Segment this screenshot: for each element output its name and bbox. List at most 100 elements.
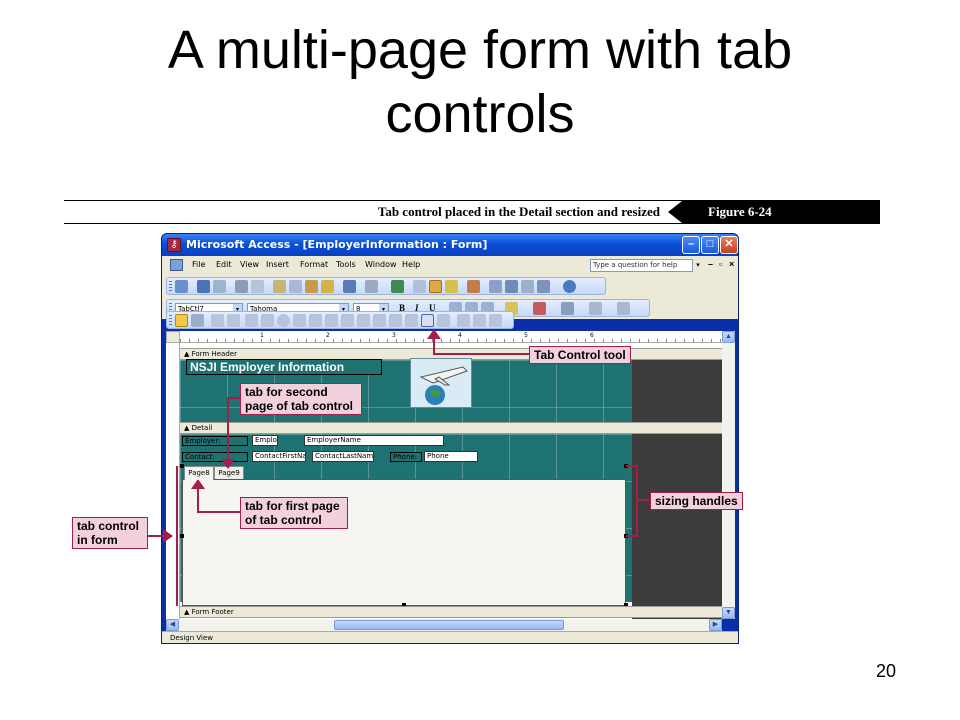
tab-page8[interactable]: Page8 <box>184 466 214 480</box>
airplane-globe-logo[interactable] <box>410 358 472 408</box>
phone-textbox[interactable]: Phone <box>424 451 478 462</box>
doc-restore-icon[interactable]: ▫ <box>719 259 723 269</box>
option-button-icon[interactable] <box>277 314 290 327</box>
code-icon[interactable] <box>467 280 480 293</box>
redo-icon[interactable] <box>365 280 378 293</box>
object-dropdown-icon[interactable]: ▾ <box>233 304 242 315</box>
doc-close-icon[interactable]: × <box>729 259 735 269</box>
undo-icon[interactable] <box>343 280 356 293</box>
help-dropdown-icon[interactable]: ▾ <box>696 262 700 269</box>
unbound-object-icon[interactable] <box>373 314 386 327</box>
menu-file[interactable]: File <box>192 260 206 269</box>
tab-control[interactable]: Page8 Page9 <box>180 464 628 607</box>
bound-object-icon[interactable] <box>389 314 402 327</box>
line-color-icon[interactable] <box>561 302 574 315</box>
print-icon[interactable] <box>235 280 248 293</box>
sizing-handle[interactable] <box>180 534 184 538</box>
toolbox-grip[interactable] <box>169 315 172 327</box>
line-icon[interactable] <box>457 314 470 327</box>
italic-icon[interactable]: I <box>415 303 419 313</box>
copy-icon[interactable] <box>289 280 302 293</box>
toolbox-icon[interactable] <box>429 280 442 293</box>
rectangle-icon[interactable] <box>473 314 486 327</box>
employer-id-textbox[interactable]: Employ <box>252 435 278 446</box>
menu-view[interactable]: View <box>240 260 259 269</box>
phone-label[interactable]: Phone: <box>390 452 422 462</box>
tab-control-in-form-callout-line-1: tab control <box>77 519 139 533</box>
option-group-icon[interactable] <box>245 314 258 327</box>
select-objects-icon[interactable] <box>175 314 188 327</box>
paste-icon[interactable] <box>305 280 318 293</box>
properties-icon[interactable] <box>489 280 502 293</box>
scroll-right-icon[interactable]: ▶ <box>709 619 722 631</box>
more-controls-icon[interactable] <box>489 314 502 327</box>
form-selector[interactable] <box>166 331 180 343</box>
font-color-icon[interactable] <box>533 302 546 315</box>
cut-icon[interactable] <box>273 280 286 293</box>
text-box-icon[interactable] <box>227 314 240 327</box>
database-window-icon[interactable] <box>521 280 534 293</box>
list-box-icon[interactable] <box>325 314 338 327</box>
horizontal-scroll-thumb[interactable] <box>334 620 564 630</box>
contact-last-name-textbox[interactable]: ContactLastName <box>312 451 374 462</box>
view-icon[interactable] <box>175 280 188 293</box>
sizing-handle[interactable] <box>624 603 628 607</box>
sizing-handle[interactable] <box>180 464 184 468</box>
image-icon[interactable] <box>357 314 370 327</box>
minimize-button[interactable]: – <box>682 236 700 254</box>
print-preview-icon[interactable] <box>251 280 264 293</box>
menu-help[interactable]: Help <box>402 260 421 269</box>
access-key-icon[interactable]: ⚷ <box>167 238 181 252</box>
control-wizards-icon[interactable] <box>191 314 204 327</box>
formatting-grip[interactable] <box>169 303 172 315</box>
save-icon[interactable] <box>197 280 210 293</box>
menu-format[interactable]: Format <box>300 260 329 269</box>
form-footer-bar[interactable]: ▲ Form Footer <box>180 606 722 618</box>
bold-icon[interactable]: B <box>399 303 406 313</box>
title-bar[interactable]: ⚷ Microsoft Access - [EmployerInformatio… <box>162 234 738 256</box>
horizontal-scrollbar[interactable]: ◀ ▶ <box>166 619 722 631</box>
size-dropdown-icon[interactable]: ▾ <box>379 304 388 315</box>
special-effect-icon[interactable] <box>617 302 630 315</box>
vertical-scrollbar[interactable]: ▲ ▼ <box>722 331 735 619</box>
maximize-button[interactable]: □ <box>701 236 719 254</box>
employer-name-textbox[interactable]: EmployerName <box>304 435 444 446</box>
toolbar-grip[interactable] <box>169 281 172 293</box>
doc-minimize-icon[interactable]: – <box>708 259 714 269</box>
line-width-icon[interactable] <box>589 302 602 315</box>
tab-control-icon[interactable] <box>421 314 434 327</box>
command-button-icon[interactable] <box>341 314 354 327</box>
subform-icon[interactable] <box>437 314 450 327</box>
new-object-icon[interactable] <box>537 280 550 293</box>
search-icon[interactable] <box>213 280 226 293</box>
label-icon[interactable] <box>211 314 224 327</box>
menu-window[interactable]: Window <box>365 260 397 269</box>
sizing-handle[interactable] <box>402 603 406 607</box>
scroll-down-icon[interactable]: ▼ <box>722 607 735 619</box>
employer-label[interactable]: Employer: <box>182 436 248 446</box>
menu-edit[interactable]: Edit <box>216 260 232 269</box>
detail-bar[interactable]: ▲ Detail <box>180 422 722 434</box>
page-break-icon[interactable] <box>405 314 418 327</box>
contact-label[interactable]: Contact: <box>182 452 248 462</box>
autoformat-icon[interactable] <box>445 280 458 293</box>
scroll-up-icon[interactable]: ▲ <box>722 331 735 343</box>
header-title-label[interactable]: NSJI Employer Information <box>186 359 382 375</box>
underline-icon[interactable]: U <box>429 303 436 313</box>
menu-insert[interactable]: Insert <box>266 260 289 269</box>
toggle-button-icon[interactable] <box>261 314 274 327</box>
help-icon[interactable] <box>563 280 576 293</box>
check-box-icon[interactable] <box>293 314 306 327</box>
scroll-left-icon[interactable]: ◀ <box>166 619 179 631</box>
field-list-icon[interactable] <box>413 280 426 293</box>
contact-first-name-textbox[interactable]: ContactFirstNa <box>252 451 306 462</box>
menu-tools[interactable]: Tools <box>336 260 356 269</box>
build-icon[interactable] <box>505 280 518 293</box>
form-document-icon[interactable] <box>170 259 183 271</box>
help-search-input[interactable]: Type a question for help <box>590 259 693 272</box>
close-button[interactable]: ✕ <box>720 236 738 254</box>
format-painter-icon[interactable] <box>321 280 334 293</box>
combo-box-icon[interactable] <box>309 314 322 327</box>
hyperlink-icon[interactable] <box>391 280 404 293</box>
font-dropdown-icon[interactable]: ▾ <box>339 304 348 315</box>
